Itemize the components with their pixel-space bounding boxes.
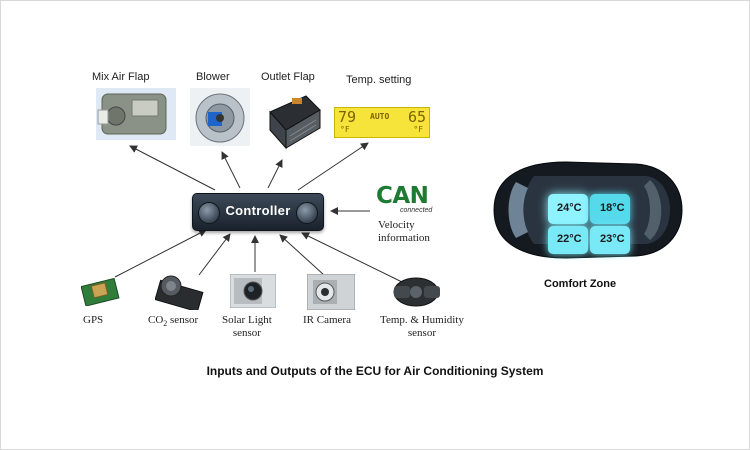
left-temp-value: 79 — [338, 108, 357, 126]
mix-air-flap-label: Mix Air Flap — [92, 71, 150, 83]
rear-left-temp: 22°C — [557, 233, 582, 245]
zone-front-left — [548, 194, 588, 224]
co2-text: CO — [148, 314, 164, 326]
solar-light-sensor-image — [230, 274, 276, 308]
co2-sensor-image — [155, 275, 204, 310]
right-knob-icon — [296, 202, 318, 224]
zone-front-right — [590, 194, 630, 224]
right-temp-unit: °F — [413, 125, 423, 134]
left-temp-unit: °F — [340, 125, 350, 134]
zone-rear-left — [548, 226, 588, 254]
can-logo-subtitle: connected — [400, 207, 433, 214]
ir-camera-image — [307, 274, 355, 310]
right-temp-value: 65 — [407, 108, 426, 126]
ir-camera-label: IR Camera — [303, 314, 351, 326]
velocity-information-label: Velocity information — [378, 219, 430, 245]
temp-humidity-line: Temp. & Humidity — [380, 314, 464, 326]
outlet-flap-image — [269, 95, 321, 150]
arrow-from-ir-camera — [279, 234, 325, 276]
arrow-from-temp-humidity — [301, 232, 403, 283]
auto-mode-text: AUTO — [370, 112, 390, 121]
gps-module-image — [81, 277, 120, 306]
co2-sensor-word: sensor — [167, 314, 199, 326]
controller-unit: Controller — [192, 193, 324, 231]
arrow-to-temp-setting — [297, 142, 369, 191]
solar-sensor-line: sensor — [232, 327, 261, 339]
co2-sensor-label: CO2 sensor — [148, 314, 198, 330]
solar-light-sensor-label: Solar Light sensor — [222, 314, 272, 340]
velocity-line: Velocity — [378, 219, 415, 231]
information-line: information — [378, 232, 430, 244]
can-logo: CAN — [376, 183, 429, 209]
arrow-to-outlet-flap — [267, 159, 283, 189]
solar-light-line: Solar Light — [222, 314, 272, 326]
mix-air-flap-image — [96, 88, 176, 140]
gps-label: GPS — [83, 314, 104, 326]
front-left-temp: 24°C — [557, 202, 582, 214]
arrow-to-mix-air-flap — [129, 145, 216, 191]
controller-label: Controller — [225, 203, 291, 218]
blower-image — [190, 88, 250, 146]
blower-label: Blower — [196, 71, 230, 83]
co2-subscript: 2 — [163, 319, 168, 329]
temp-humidity-sensor-label: Temp. & Humidity sensor — [380, 314, 464, 340]
temp-humidity-sensor-image — [393, 277, 440, 307]
comfort-zone-label: Comfort Zone — [544, 278, 617, 290]
temp-setting-label: Temp. setting — [346, 74, 412, 86]
arrow-to-blower — [221, 151, 241, 189]
outlet-flap-label: Outlet Flap — [261, 71, 315, 83]
arrow-from-co2 — [198, 233, 231, 276]
temp-humidity-sensor-line: sensor — [407, 327, 436, 339]
left-knob-icon — [198, 202, 220, 224]
front-right-temp: 18°C — [600, 202, 625, 214]
temp-setting-display: 79 AUTO 65 °F °F — [334, 107, 430, 138]
zone-rear-right — [590, 226, 630, 254]
rear-right-temp: 23°C — [600, 233, 625, 245]
arrow-from-gps — [114, 229, 207, 278]
diagram-caption: Inputs and Outputs of the ECU for Air Co… — [206, 364, 544, 378]
